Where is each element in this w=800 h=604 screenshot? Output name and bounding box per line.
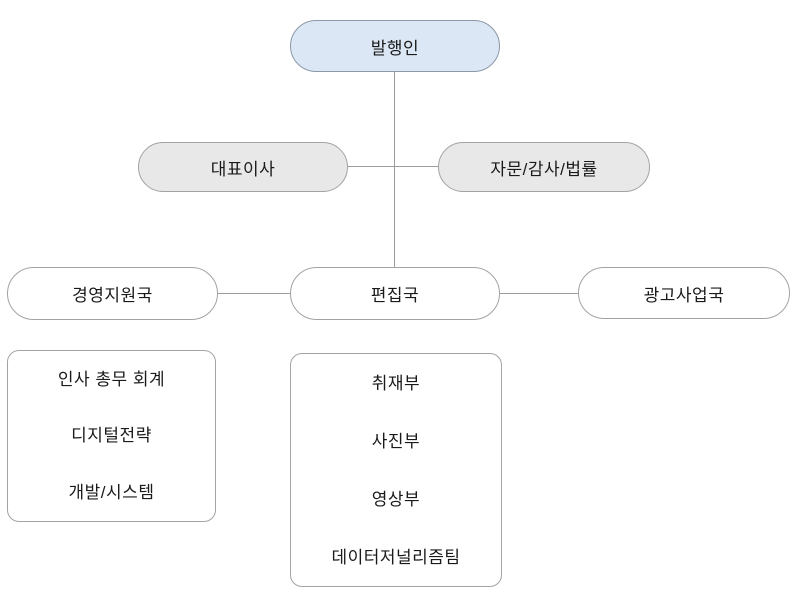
connector-ceo-to-advisory — [348, 166, 438, 167]
group-editorial-departments: 취재부 사진부 영상부 데이터저널리즘팀 — [290, 353, 502, 587]
connector-mgmt-to-editorial — [218, 293, 290, 294]
dept-reporting: 취재부 — [371, 373, 421, 393]
node-ad-business-bureau-label: 광고사업국 — [643, 285, 725, 305]
group-management-support-departments: 인사 총무 회계 디지털전략 개발/시스템 — [7, 350, 216, 522]
dept-hr-ga-accounting: 인사 총무 회계 — [57, 369, 166, 389]
connector-editorial-to-ad — [500, 293, 578, 294]
dept-dev-system: 개발/시스템 — [68, 483, 155, 503]
dept-photo: 사진부 — [371, 431, 421, 451]
node-ad-business-bureau: 광고사업국 — [578, 267, 790, 319]
node-management-support-bureau-label: 경영지원국 — [72, 286, 153, 305]
node-publisher: 발행인 — [290, 20, 500, 72]
node-ceo: 대표이사 — [138, 142, 348, 192]
connector-publisher-to-editorial — [394, 72, 395, 267]
dept-video: 영상부 — [371, 489, 421, 509]
node-advisory-audit-legal: 자문/감사/법률 — [438, 142, 650, 192]
node-management-support-bureau: 경영지원국 — [7, 267, 218, 320]
node-ceo-label: 대표이사 — [210, 159, 276, 179]
dept-data-journalism: 데이터저널리즘팀 — [331, 547, 461, 567]
node-editorial-bureau-label: 편집국 — [370, 286, 420, 305]
node-editorial-bureau: 편집국 — [290, 267, 500, 320]
node-publisher-label: 발행인 — [370, 38, 420, 58]
dept-digital-strategy: 디지털전략 — [71, 426, 152, 446]
node-advisory-audit-legal-label: 자문/감사/법률 — [490, 159, 598, 179]
